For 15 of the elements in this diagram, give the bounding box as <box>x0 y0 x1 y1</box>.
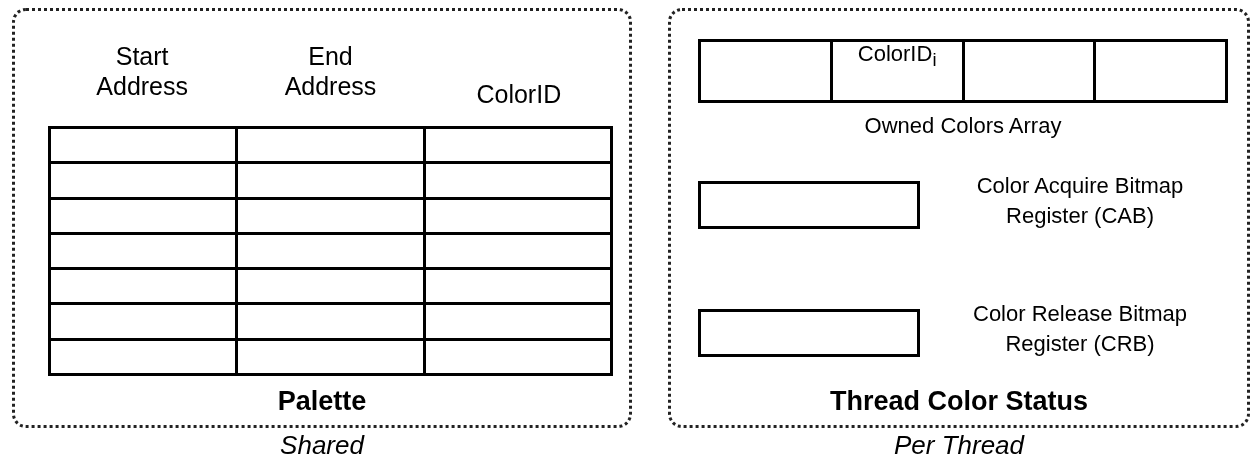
panel-title: Palette <box>276 386 368 416</box>
dotted-panel <box>668 8 1250 428</box>
register-box <box>698 181 920 229</box>
register-caption: Color Acquire Bitmap Register (CAB) <box>975 172 1185 230</box>
register-caption: Color Release Bitmap Register (CRB) <box>972 300 1188 358</box>
panel-caption: Per Thread <box>892 430 1026 457</box>
panel-title: Thread Color Status <box>829 386 1089 416</box>
panel-caption: Shared <box>279 430 366 457</box>
column-header: Start Address <box>95 41 189 101</box>
register-box <box>698 309 920 357</box>
column-header: ColorID <box>475 79 563 109</box>
column-header: End Address <box>283 41 378 101</box>
dotted-panel <box>12 8 632 428</box>
array-caption: Owned Colors Array <box>863 112 1063 140</box>
array-box: ColorID$_{i}$ <box>698 39 1228 103</box>
